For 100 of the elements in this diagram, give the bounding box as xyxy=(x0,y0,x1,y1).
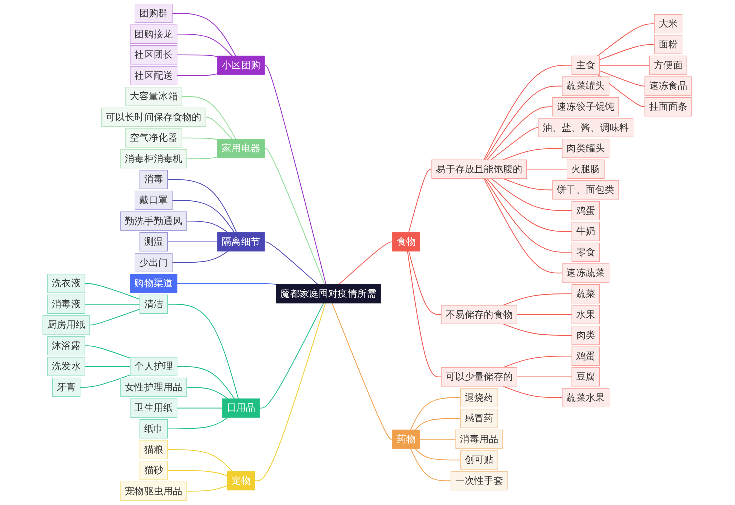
connector xyxy=(167,417,228,430)
connector xyxy=(338,242,393,286)
node-box: 日用品 xyxy=(222,398,260,418)
connector xyxy=(167,304,240,400)
node-box: 蔬菜罐头 xyxy=(562,76,610,96)
connector xyxy=(167,179,238,234)
connector xyxy=(486,178,572,232)
node-box: 肉类罐头 xyxy=(562,139,610,158)
connector xyxy=(502,386,563,398)
node-box: 豆腐 xyxy=(572,368,600,387)
connector xyxy=(260,302,324,409)
connector xyxy=(407,251,442,378)
connector xyxy=(332,302,393,440)
node-box: 团购群 xyxy=(134,4,173,24)
connector xyxy=(176,283,277,286)
connector xyxy=(264,148,326,286)
node-box: 消毒 xyxy=(140,170,168,190)
node-box: 少出门 xyxy=(134,253,173,272)
node-box: 退烧药 xyxy=(460,388,498,408)
node-box: 沐浴露 xyxy=(48,336,86,356)
node-box: 纸巾 xyxy=(140,420,168,439)
node-box: 油、盐、酱、调味料 xyxy=(538,118,634,138)
connector xyxy=(172,251,228,264)
connector xyxy=(182,96,236,140)
node-box: 测温 xyxy=(140,232,168,252)
connector xyxy=(172,200,236,234)
node-box: 肉类 xyxy=(572,326,600,346)
connector xyxy=(502,356,572,368)
node-box: 宠物 xyxy=(227,471,256,491)
node-box: 药物 xyxy=(392,430,420,450)
connector xyxy=(597,24,656,57)
connector xyxy=(176,366,236,400)
node-box: 魔都家庭囤对疫情所需 xyxy=(276,284,382,304)
node-box: 购物渠道 xyxy=(130,274,178,294)
connector xyxy=(599,65,650,66)
connector xyxy=(490,127,539,160)
node-box: 易于存放且能饱腹的 xyxy=(432,160,528,179)
node-box: 速冻食品 xyxy=(644,76,692,96)
node-box: 消毒液 xyxy=(48,294,86,314)
connector xyxy=(186,156,218,160)
node-box: 面粉 xyxy=(654,35,683,54)
node-box: 女性护理用品 xyxy=(120,378,188,398)
connector xyxy=(90,309,140,326)
connector xyxy=(186,486,228,492)
node-box: 不易储存的食物 xyxy=(441,305,518,324)
connector xyxy=(176,408,223,409)
node-box: 宠物驱虫用品 xyxy=(120,482,188,501)
connector xyxy=(186,220,228,234)
connector xyxy=(176,34,233,57)
node-box: 卫生用纸 xyxy=(130,398,178,418)
node-box: 蔬菜水果 xyxy=(562,388,610,408)
node-box: 大容量冰箱 xyxy=(125,87,182,106)
node-box: 小区团购 xyxy=(218,56,265,76)
connector xyxy=(186,387,228,400)
node-box: 隔离细节 xyxy=(218,232,265,252)
node-box: 鸡蛋 xyxy=(572,346,600,366)
node-box: 家用电器 xyxy=(218,139,265,158)
connector xyxy=(84,304,140,305)
connector xyxy=(414,448,462,461)
connector xyxy=(167,242,218,243)
node-box: 饼干、面包类 xyxy=(552,180,620,200)
node-box: 食物 xyxy=(392,232,420,252)
connector xyxy=(408,251,442,316)
connector xyxy=(206,117,233,140)
connector xyxy=(414,418,462,431)
node-box: 零食 xyxy=(572,242,600,262)
connector xyxy=(484,65,572,160)
node-box: 个人护理 xyxy=(130,357,178,376)
node-box: 挂面面条 xyxy=(644,97,692,117)
node-box: 猫砂 xyxy=(140,461,168,480)
connector xyxy=(486,106,554,160)
connector xyxy=(84,366,131,368)
connector xyxy=(502,324,572,336)
connector xyxy=(84,283,140,300)
node-box: 厨房用纸 xyxy=(42,316,90,335)
connector xyxy=(80,374,131,388)
connector xyxy=(408,169,432,234)
node-box: 方便面 xyxy=(650,56,688,76)
connector xyxy=(490,178,572,212)
node-box: 团购接龙 xyxy=(130,24,178,44)
node-box: 一次性手套 xyxy=(450,471,508,491)
connector xyxy=(410,448,452,482)
connector xyxy=(264,242,319,286)
node-box: 清洁 xyxy=(140,294,168,314)
node-box: 洗发水 xyxy=(48,357,86,376)
node-box: 社区配送 xyxy=(130,66,178,86)
node-box: 感冒药 xyxy=(460,409,498,428)
node-box: 鸡蛋 xyxy=(572,201,600,221)
connector xyxy=(84,346,131,359)
node-box: 可以长时间保存食物的 xyxy=(101,108,206,128)
node-box: 水果 xyxy=(572,305,600,324)
node-box: 速冻饺子馄饨 xyxy=(552,97,620,117)
node-box: 火腿肠 xyxy=(567,160,605,179)
node-box: 可以少量储存的 xyxy=(441,368,518,387)
connector xyxy=(172,13,236,57)
connector xyxy=(516,314,572,316)
node-box: 速冻蔬菜 xyxy=(562,264,610,283)
connector xyxy=(484,178,563,274)
connector xyxy=(167,470,228,477)
connector xyxy=(599,70,646,87)
